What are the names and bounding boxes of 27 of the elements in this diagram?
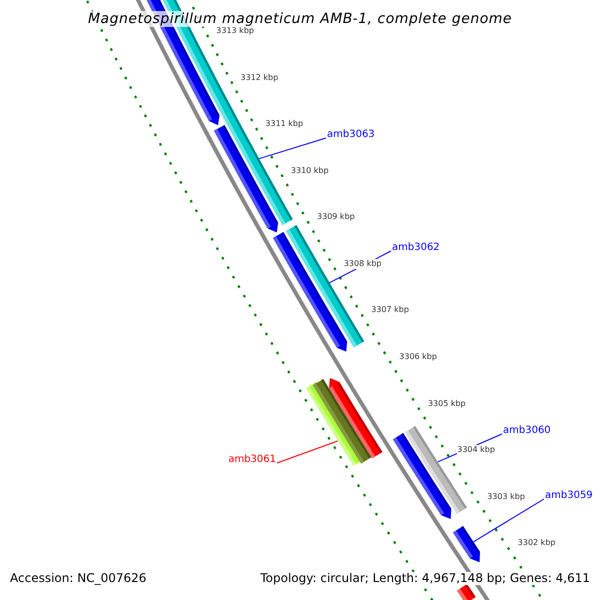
tick-label: 3307 kbp — [371, 305, 409, 316]
tick-label: 3304 kbp — [457, 445, 495, 456]
tick-label: 3303 kbp — [487, 492, 525, 502]
gene-label: amb3063 — [327, 129, 375, 141]
gene-bar — [214, 124, 278, 232]
gene-label: amb3061 — [228, 454, 276, 466]
tick-label: 3302 kbp — [518, 538, 556, 548]
gene-bar — [457, 584, 476, 600]
gene-label: amb3060 — [503, 425, 551, 437]
gene-label: amb3062 — [392, 242, 440, 254]
tick-label: 3311 kbp — [265, 119, 304, 130]
tick-label: 3313 kbp — [216, 26, 254, 36]
gene-bar — [452, 526, 480, 562]
tick-label: 3308 kbp — [344, 258, 382, 269]
gene-label: amb3059 — [545, 490, 593, 502]
tick-label: 3310 kbp — [290, 166, 329, 176]
tick-label: 3305 kbp — [428, 398, 466, 409]
tick-label: 3306 kbp — [399, 352, 437, 362]
leader-line — [472, 498, 544, 543]
gene-bar — [328, 378, 382, 459]
leader-line — [276, 440, 338, 464]
gene-bar — [286, 225, 364, 348]
tick-label: 3312 kbp — [240, 72, 278, 83]
accession-text: Accession: NC_007626 — [10, 572, 146, 585]
genome-info-text: Topology: circular; Length: 4,967,148 bp; Genes: 4,611 — [260, 572, 590, 585]
tick-label: 3309 kbp — [317, 212, 355, 222]
leader-line — [258, 138, 326, 160]
